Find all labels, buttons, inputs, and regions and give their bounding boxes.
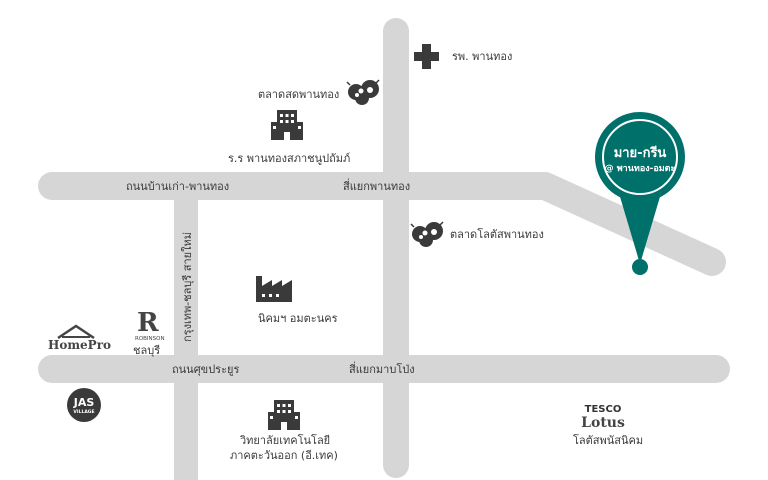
- vegetable-icon: [410, 221, 444, 247]
- hospital-marker: รพ. พานทอง: [414, 44, 512, 69]
- hospital-cross-icon: [414, 44, 439, 69]
- destination-pin[interactable]: มาย-กรีน @ พานทอง-อมตะ: [595, 112, 685, 275]
- pin-inner: [602, 119, 678, 195]
- pin-point: [632, 259, 648, 275]
- roads: [38, 18, 730, 480]
- road-vertical-west: [174, 186, 198, 480]
- school-marker: ร.ร พานทองสภาชนูปถัมภ์: [228, 110, 350, 165]
- college-label-line1: วิทยาลัยเทคโนโลยี: [239, 433, 330, 447]
- tesco-lotus-marker: TESCO Lotus โลตัสพนัสนิคม: [573, 404, 643, 447]
- factory-icon: [256, 276, 292, 302]
- pin-title: มาย-กรีน: [614, 145, 667, 161]
- college-label-line2: ภาคตะวันออก (อี.เทค): [230, 449, 338, 462]
- fresh-market-label: ตลาดสดพานทอง: [258, 88, 339, 101]
- jas-village-text: VILLAGE: [73, 409, 94, 415]
- road-vertical-main: [383, 18, 409, 478]
- building-icon: [271, 110, 303, 140]
- jas-logo-text: JAS: [73, 396, 95, 409]
- robinson-branch-label: ชลบุรี: [133, 344, 160, 357]
- vegetable-icon: [346, 79, 380, 105]
- pin-stem: [618, 190, 662, 264]
- road-top-label: ถนนบ้านเก่า-พานทอง: [126, 180, 229, 193]
- hospital-label: รพ. พานทอง: [452, 50, 512, 63]
- junction-bottom-label: สี่แยกมาบโป่ง: [349, 361, 415, 376]
- homepro-logo: HomePro: [48, 324, 111, 352]
- building-icon: [268, 400, 300, 430]
- robinson-mark: R: [137, 308, 159, 338]
- homepro-logo-text: HomePro: [48, 338, 111, 352]
- robinson-logo-text: ROBINSON: [135, 336, 165, 342]
- tesco-logo-text: TESCO: [585, 404, 622, 415]
- lotus-logo-text: Lotus: [581, 415, 625, 431]
- school-label: ร.ร พานทองสภาชนูปถัมภ์: [228, 152, 350, 165]
- industrial-estate-marker: นิคมฯ อมตะนคร: [256, 276, 338, 325]
- robinson-marker: R ROBINSON ชลบุรี: [133, 308, 165, 357]
- fresh-market-marker: ตลาดสดพานทอง: [258, 79, 380, 105]
- lotus-market-label: ตลาดโลตัสพานทอง: [450, 227, 544, 241]
- road-top: [38, 172, 558, 200]
- jas-village-logo: JAS VILLAGE: [67, 388, 101, 422]
- junction-top-label: สี่แยกพานทอง: [343, 178, 410, 193]
- industrial-estate-label: นิคมฯ อมตะนคร: [258, 312, 338, 325]
- tesco-branch-label: โลตัสพนัสนิคม: [573, 433, 643, 447]
- road-vertical-label: กรุงเทพ-ชลบุรี สายใหม่: [181, 232, 194, 342]
- road-bottom-label: ถนนศุขประยูร: [172, 363, 239, 376]
- pin-subtitle: @ พานทอง-อมตะ: [605, 164, 676, 174]
- college-marker: วิทยาลัยเทคโนโลยี ภาคตะวันออก (อี.เทค): [230, 400, 338, 462]
- lotus-market-marker: ตลาดโลตัสพานทอง: [410, 221, 544, 247]
